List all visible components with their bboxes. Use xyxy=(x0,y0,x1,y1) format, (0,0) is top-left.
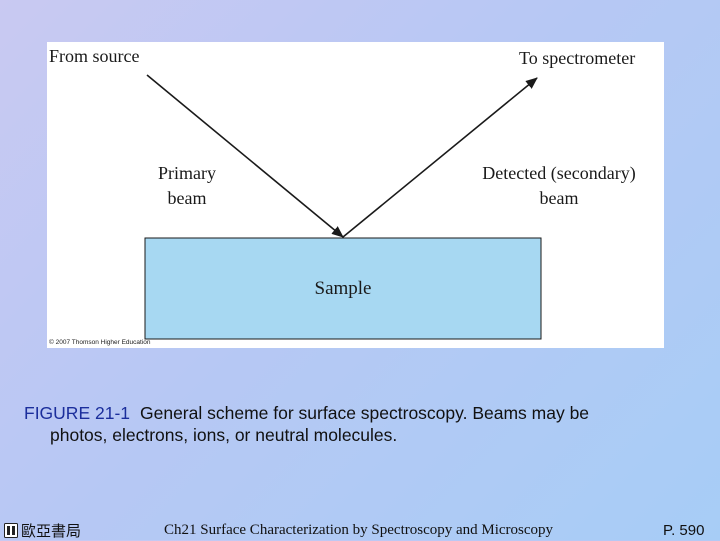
chapter-title: Ch21 Surface Characterization by Spectro… xyxy=(164,522,554,538)
figure-panel: From source To spectrometer Primary beam… xyxy=(47,42,664,348)
label-to-spectrometer: To spectrometer xyxy=(519,48,635,68)
copyright-note: © 2007 Thomson Higher Education xyxy=(49,338,151,346)
caption-line-1: General scheme for surface spectroscopy.… xyxy=(140,403,590,423)
figure-caption: FIGURE 21-1 General scheme for surface sp… xyxy=(24,402,704,446)
publisher-mark-icon xyxy=(4,522,18,538)
sample-block xyxy=(144,237,542,340)
label-primary-beam: beam xyxy=(168,188,207,208)
caption-line-2: photos, electrons, ions, or neutral mole… xyxy=(50,425,398,445)
surface-spectroscopy-diagram: From source To spectrometer Primary beam… xyxy=(49,46,636,346)
caption-figure-label: FIGURE 21-1 xyxy=(24,403,130,423)
publisher-logo: 歐亞書局 xyxy=(4,519,81,541)
label-sample: Sample xyxy=(315,278,372,299)
primary-beam-arrow xyxy=(146,74,344,238)
secondary-beam-arrow xyxy=(342,77,538,238)
label-detected: Detected (secondary) xyxy=(482,163,635,184)
page-number: P. 590 xyxy=(663,522,705,539)
label-primary: Primary xyxy=(158,163,216,183)
publisher-name: 歐亞書局 xyxy=(21,521,82,540)
label-from-source: From source xyxy=(49,46,139,66)
label-detected-beam: beam xyxy=(540,188,579,208)
